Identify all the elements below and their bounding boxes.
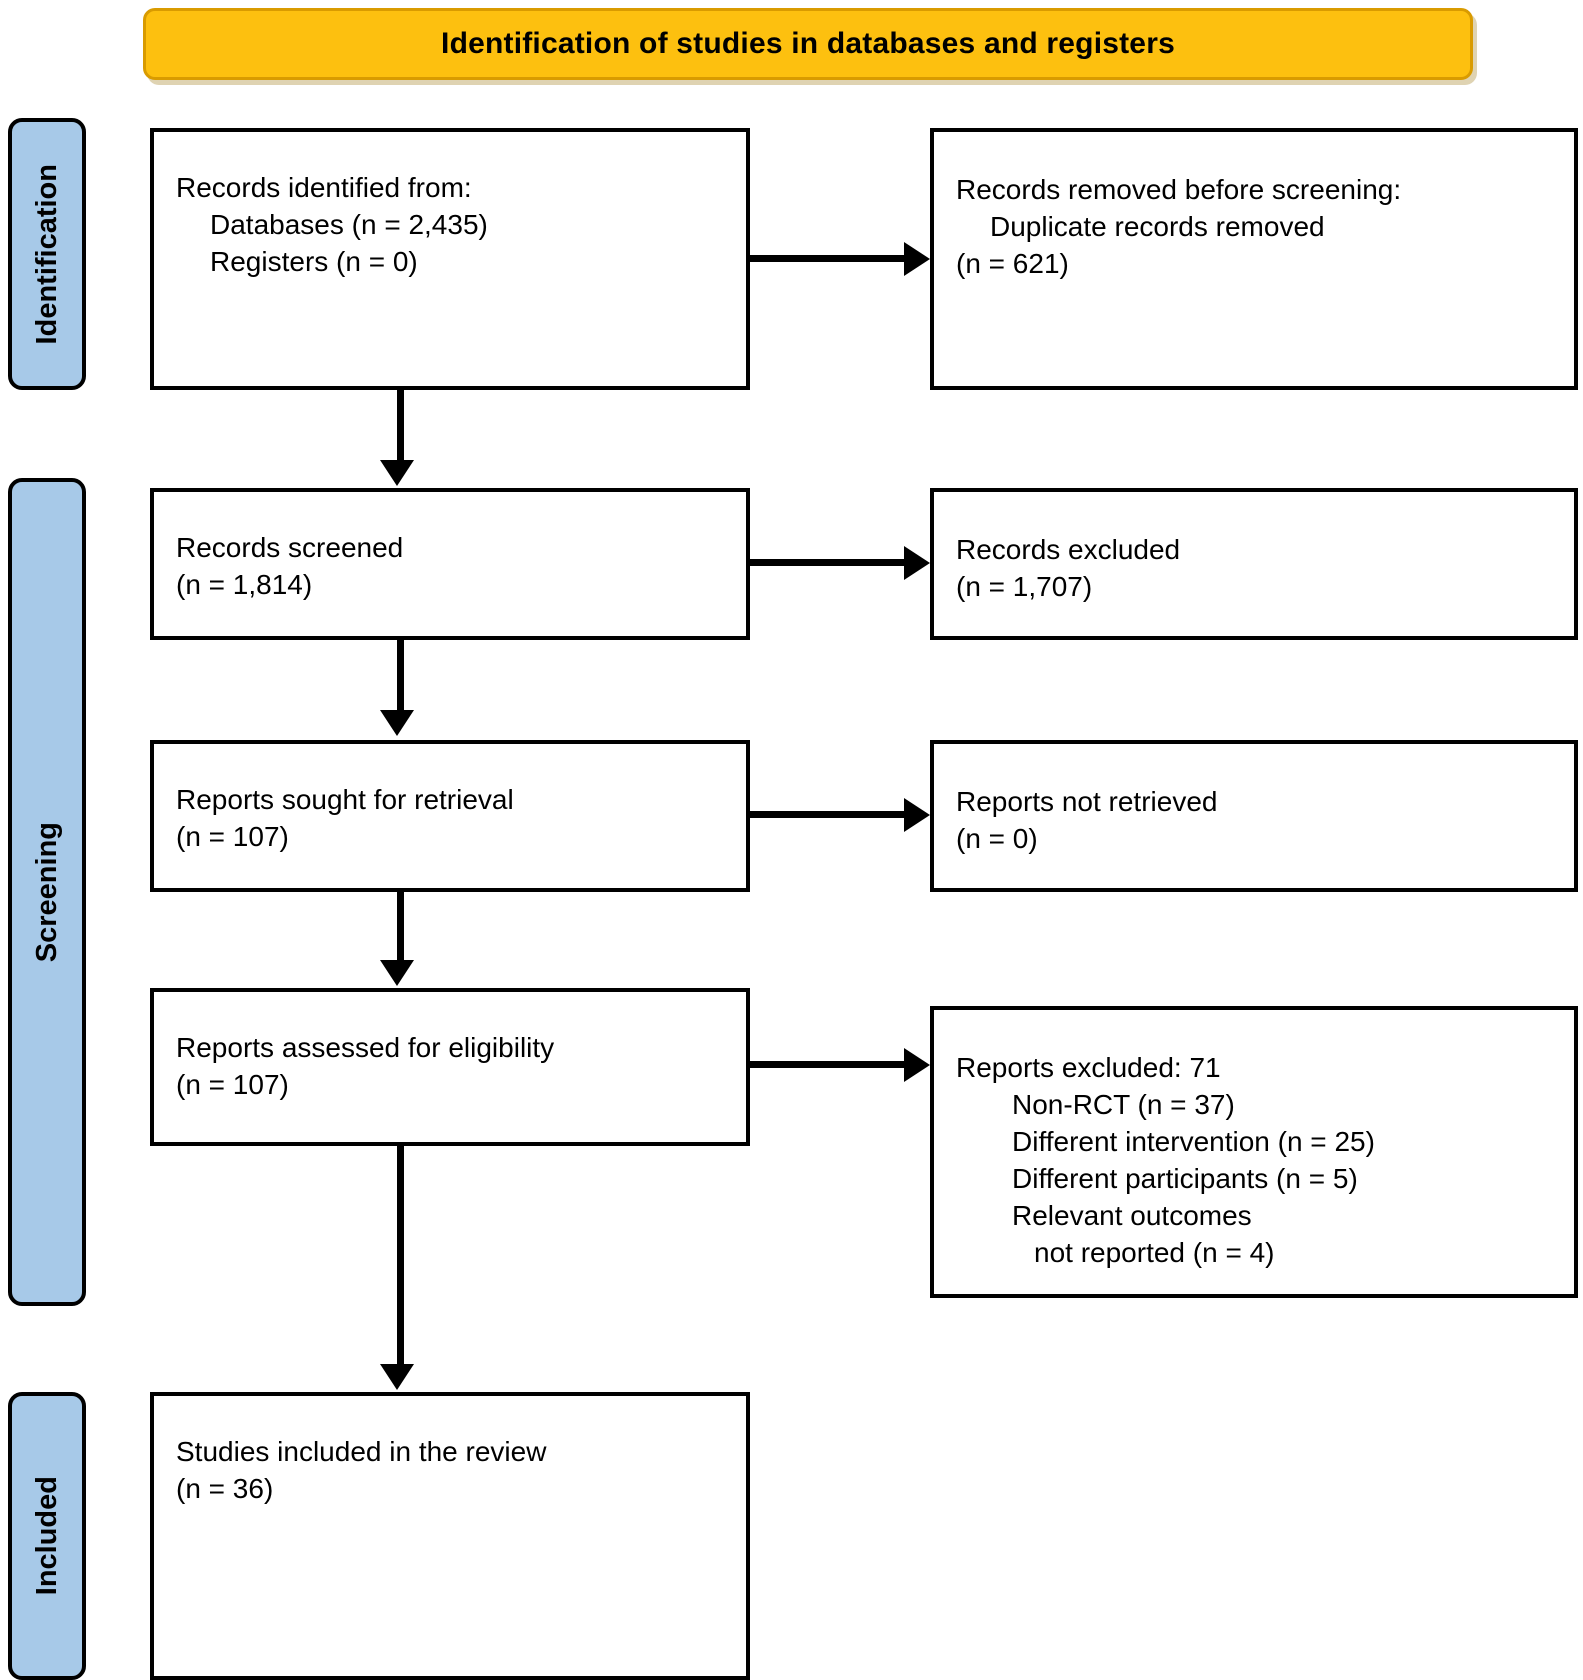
arrowhead-right-icon [904, 546, 930, 580]
box-reports-sought-for-retrieval: Reports sought for retrieval (n = 107) [150, 740, 750, 892]
stage-bar-included: Included [8, 1392, 86, 1680]
records-screened-line-2: (n = 1,814) [176, 568, 313, 600]
stage-bar-identification: Identification [8, 118, 86, 390]
connector-screened-to-sought [397, 640, 404, 712]
arrowhead-down-icon [380, 1364, 414, 1390]
box-records-removed-before-screening: Records removed before screening: Duplic… [930, 128, 1578, 390]
connector-sought-to-not-retrieved [750, 811, 906, 818]
reports-excluded-line-6: not reported (n = 4) [1034, 1236, 1275, 1268]
reports-not-retrieved-line-2: (n = 0) [956, 822, 1038, 854]
box-records-screened: Records screened (n = 1,814) [150, 488, 750, 640]
connector-identified-to-screened [397, 390, 404, 462]
reports-assessed-line-1: Reports assessed for eligibility [176, 1032, 555, 1063]
connector-identified-to-removed [750, 255, 906, 262]
arrowhead-right-icon [904, 798, 930, 832]
box-reports-excluded: Reports excluded: 71 Non-RCT (n = 37) Di… [930, 1006, 1578, 1298]
diagram-header-banner: Identification of studies in databases a… [143, 8, 1473, 80]
records-screened-line-1: Records screened [176, 532, 404, 563]
reports-excluded-line-4: Different participants (n = 5) [1012, 1162, 1358, 1194]
records-identified-line-1: Records identified from: [176, 172, 472, 203]
box-reports-not-retrieved: Reports not retrieved (n = 0) [930, 740, 1578, 892]
records-removed-line-2: Duplicate records removed [990, 210, 1325, 242]
records-identified-line-2: Databases (n = 2,435) [210, 208, 488, 240]
reports-excluded-line-5: Relevant outcomes [1012, 1199, 1252, 1231]
arrowhead-down-icon [380, 710, 414, 736]
records-identified-line-3: Registers (n = 0) [210, 245, 418, 277]
reports-not-retrieved-line-1: Reports not retrieved [956, 786, 1218, 817]
stage-label-identification: Identification [30, 163, 63, 345]
connector-assessed-to-reports-excluded [750, 1061, 906, 1068]
box-records-identified: Records identified from: Databases (n = … [150, 128, 750, 390]
box-records-excluded: Records excluded (n = 1,707) [930, 488, 1578, 640]
reports-sought-line-2: (n = 107) [176, 820, 289, 852]
reports-sought-line-1: Reports sought for retrieval [176, 784, 514, 815]
connector-sought-to-assessed [397, 892, 404, 962]
stage-label-screening: Screening [30, 821, 63, 963]
arrowhead-down-icon [380, 460, 414, 486]
arrowhead-right-icon [904, 1048, 930, 1082]
reports-excluded-line-2: Non-RCT (n = 37) [1012, 1088, 1235, 1120]
records-removed-line-1: Records removed before screening: [956, 174, 1402, 205]
reports-excluded-line-1: Reports excluded: 71 [956, 1052, 1221, 1083]
stage-label-included: Included [30, 1476, 63, 1596]
box-studies-included: Studies included in the review (n = 36) [150, 1392, 750, 1680]
connector-assessed-to-included [397, 1146, 404, 1366]
arrowhead-down-icon [380, 960, 414, 986]
records-excluded-line-2: (n = 1,707) [956, 570, 1093, 602]
reports-excluded-line-3: Different intervention (n = 25) [1012, 1125, 1375, 1157]
box-reports-assessed-for-eligibility: Reports assessed for eligibility (n = 10… [150, 988, 750, 1146]
stage-bar-screening: Screening [8, 478, 86, 1306]
records-removed-line-3: (n = 621) [956, 247, 1069, 279]
studies-included-line-2: (n = 36) [176, 1472, 274, 1504]
studies-included-line-1: Studies included in the review [176, 1436, 547, 1467]
connector-screened-to-records-excluded [750, 559, 906, 566]
diagram-title: Identification of studies in databases a… [441, 27, 1175, 60]
reports-assessed-line-2: (n = 107) [176, 1068, 289, 1100]
arrowhead-right-icon [904, 242, 930, 276]
records-excluded-line-1: Records excluded [956, 534, 1181, 565]
